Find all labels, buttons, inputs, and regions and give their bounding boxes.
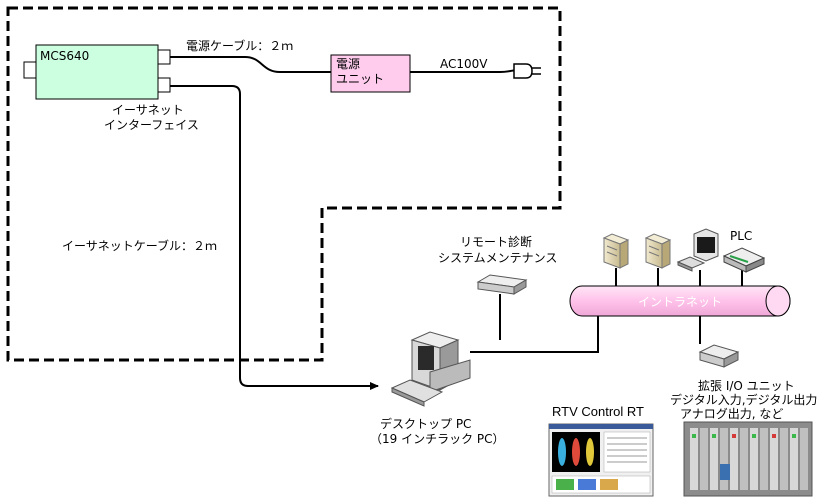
io-label-line2: デジタル入力,デジタル出力 [670, 392, 817, 407]
ac-supply-label: AC100V [440, 57, 488, 71]
desktop-pc-label-line1: デスクトップ PC [380, 416, 471, 431]
device-name: MCS640 [40, 49, 89, 63]
io-label-line1: 拡張 I/O ユニット [698, 379, 795, 393]
power-plug-icon [513, 63, 541, 79]
intranet-label: イントラネット [638, 295, 722, 309]
io-unit-icon [698, 344, 740, 368]
io-hardware-image [683, 421, 813, 497]
power-unit-label-line2: ユニット [336, 72, 384, 86]
power-unit-box [330, 54, 411, 93]
workstation-icon [676, 228, 719, 272]
server-icon [602, 233, 630, 269]
ethernet-interface-label-line2: インターフェイス [104, 118, 199, 132]
power-cable-line [170, 56, 331, 73]
ethernet-interface-label-line1: イーサネット [112, 103, 184, 117]
intranet-tube [569, 285, 791, 317]
enclosure-dashed-border [6, 6, 562, 362]
remote-label-line1: リモート診断 [460, 234, 532, 249]
pc-intranet-link-line [470, 312, 599, 353]
ethernet-cable-line [170, 85, 379, 390]
power-cable-label: 電源ケーブル：２ｍ [186, 38, 293, 53]
plc-label: PLC [730, 229, 752, 243]
remote-label-line2: システムメンテナンス [438, 251, 557, 265]
power-unit-label-line1: 電源 [336, 57, 360, 71]
io-label-line3: アナログ出力, など [680, 407, 783, 421]
ethernet-cable-label: イーサネットケーブル：２ｍ [62, 238, 217, 253]
mcs640-device: MCS640 [23, 44, 171, 100]
desktop-pc-label-line2: （19 インチラック PC） [370, 432, 505, 446]
remote-modem-icon [476, 274, 528, 295]
server-icon [644, 233, 672, 269]
rtv-label: RTV Control RT [552, 404, 644, 419]
rtv-control-screenshot [548, 423, 654, 497]
desktop-pc-icon [390, 331, 471, 407]
plc-icon [722, 247, 766, 273]
